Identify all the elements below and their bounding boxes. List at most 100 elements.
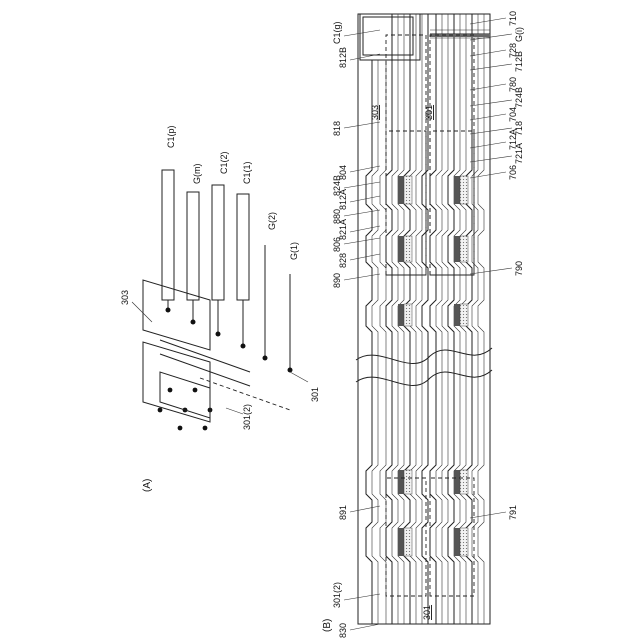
diag-line-0 — [160, 340, 250, 372]
bottom-leader-5 — [470, 100, 512, 106]
region-301-label: 301 — [310, 387, 320, 402]
top-leader-2 — [344, 122, 380, 128]
bottom-callout-710: 710 — [508, 11, 518, 26]
grid-node-6 — [193, 388, 198, 393]
node-c11 — [241, 344, 246, 349]
bottom-callout-712b: 712B — [514, 51, 524, 72]
upper-gate-1 — [398, 176, 404, 204]
bottom-callout-791: 791 — [508, 505, 518, 520]
label-g1: G(1) — [289, 242, 299, 260]
electrode-gm — [187, 192, 199, 300]
top-callout-812b: 812B — [338, 47, 348, 68]
label-gm: G(m) — [192, 164, 202, 185]
bottom-leader-8 — [470, 142, 506, 148]
top-leader-5 — [350, 196, 380, 202]
panel-a-wires — [158, 170, 293, 430]
bottom-callout-gi: G(i) — [514, 27, 524, 42]
panel-b-label: (B) — [322, 619, 333, 632]
grid-node-4 — [203, 426, 208, 431]
label-c11: C1(1) — [242, 161, 252, 184]
lower-semiconductor-1 — [460, 176, 468, 204]
lower-layer-3 — [448, 14, 454, 624]
upper-semiconductor-3 — [404, 470, 412, 494]
bottom-callout-724b: 724B — [514, 87, 524, 108]
lower-semiconductor-4 — [460, 304, 468, 326]
grid-node-3 — [178, 426, 183, 431]
wire-g1 — [288, 274, 293, 373]
panel-b: (B) 303 301 301 — [322, 11, 524, 638]
top-leader-6 — [344, 210, 380, 216]
top-leader-4 — [344, 182, 380, 188]
leader-301 — [290, 372, 308, 382]
lower-gate-4 — [454, 304, 460, 326]
electrode-c1p — [162, 170, 174, 300]
region-301b-b-label: 301 — [422, 605, 432, 620]
lower-semiconductor-3 — [460, 470, 468, 494]
top-callout-c1g: C1(g) — [332, 21, 342, 44]
rotated-figure: (A) 303 301 301(2) C1(p) G(m) C1(2) C1(1… — [120, 11, 524, 638]
grid-node-5 — [168, 388, 173, 393]
top-leader-11 — [350, 506, 380, 512]
bottom-callout-790: 790 — [514, 261, 524, 276]
top-callout-818: 818 — [332, 121, 342, 136]
wire-gm — [187, 192, 199, 325]
c1g-inner — [363, 17, 413, 55]
leader-303 — [132, 302, 152, 322]
top-callout-3012: 301(2) — [332, 582, 342, 608]
lower-layer-1 — [436, 14, 442, 624]
lower-semiconductor-2 — [460, 528, 468, 556]
upper-gate-3 — [398, 470, 404, 494]
wire-g2 — [263, 245, 268, 361]
top-leader-12 — [344, 594, 380, 600]
upper-semiconductor-0 — [404, 236, 412, 262]
upper-layer-4 — [392, 14, 398, 624]
top-leader-9 — [350, 254, 380, 260]
lower-layer-2 — [442, 14, 448, 624]
gi-line-fill — [430, 34, 490, 37]
label-c12: C1(2) — [219, 151, 229, 174]
node-g2 — [263, 356, 268, 361]
upper-semiconductor-1 — [404, 176, 412, 204]
node-c1p — [166, 308, 171, 313]
bottom-leader-11 — [470, 268, 512, 274]
panel-a-label: (A) — [142, 479, 153, 492]
top-leader-10 — [344, 274, 380, 280]
bottom-callout-721a: 721A — [514, 143, 524, 164]
electrode-c11 — [237, 194, 249, 300]
lower-gate-1 — [454, 176, 460, 204]
upper-layer-2 — [380, 60, 386, 624]
lower-layer-8 — [478, 14, 484, 624]
top-callout-806: 806 — [332, 237, 342, 252]
bottom-leader-2 — [470, 50, 506, 56]
upper-gate-2 — [398, 528, 404, 556]
bottom-leader-6 — [470, 114, 506, 120]
upper-layer-0 — [366, 60, 372, 624]
top-leader-7 — [350, 226, 380, 232]
bottom-leader-9 — [470, 156, 512, 162]
upper-semiconductor-4 — [404, 304, 412, 326]
upper-semiconductor-2 — [404, 528, 412, 556]
leader-301-2 — [226, 408, 243, 414]
bottom-callout-704: 704 — [508, 107, 518, 122]
top-callout-828: 828 — [338, 253, 348, 268]
lower-gate-2 — [454, 528, 460, 556]
label-g2: G(2) — [267, 212, 277, 230]
node-c12 — [216, 332, 221, 337]
bottom-leader-4 — [470, 84, 506, 90]
wire-c12 — [212, 185, 224, 337]
region-301-2-label: 301(2) — [242, 404, 252, 430]
upper-gate-4 — [398, 304, 404, 326]
bottom-callout-706: 706 — [508, 165, 518, 180]
top-callout-812a: 812A — [338, 189, 348, 210]
upper-layer-1 — [372, 60, 378, 624]
electrode-c12 — [212, 185, 224, 300]
region-303-b-label: 303 — [370, 105, 380, 120]
grid-node-0 — [158, 408, 163, 413]
top-callout-821a: 821A — [338, 219, 348, 240]
bottom-leader-12 — [470, 512, 506, 518]
top-callout-891: 891 — [338, 505, 348, 520]
bottom-leader-7 — [470, 128, 512, 134]
diag-line-1 — [160, 354, 250, 386]
lower-gate-0 — [454, 236, 460, 262]
